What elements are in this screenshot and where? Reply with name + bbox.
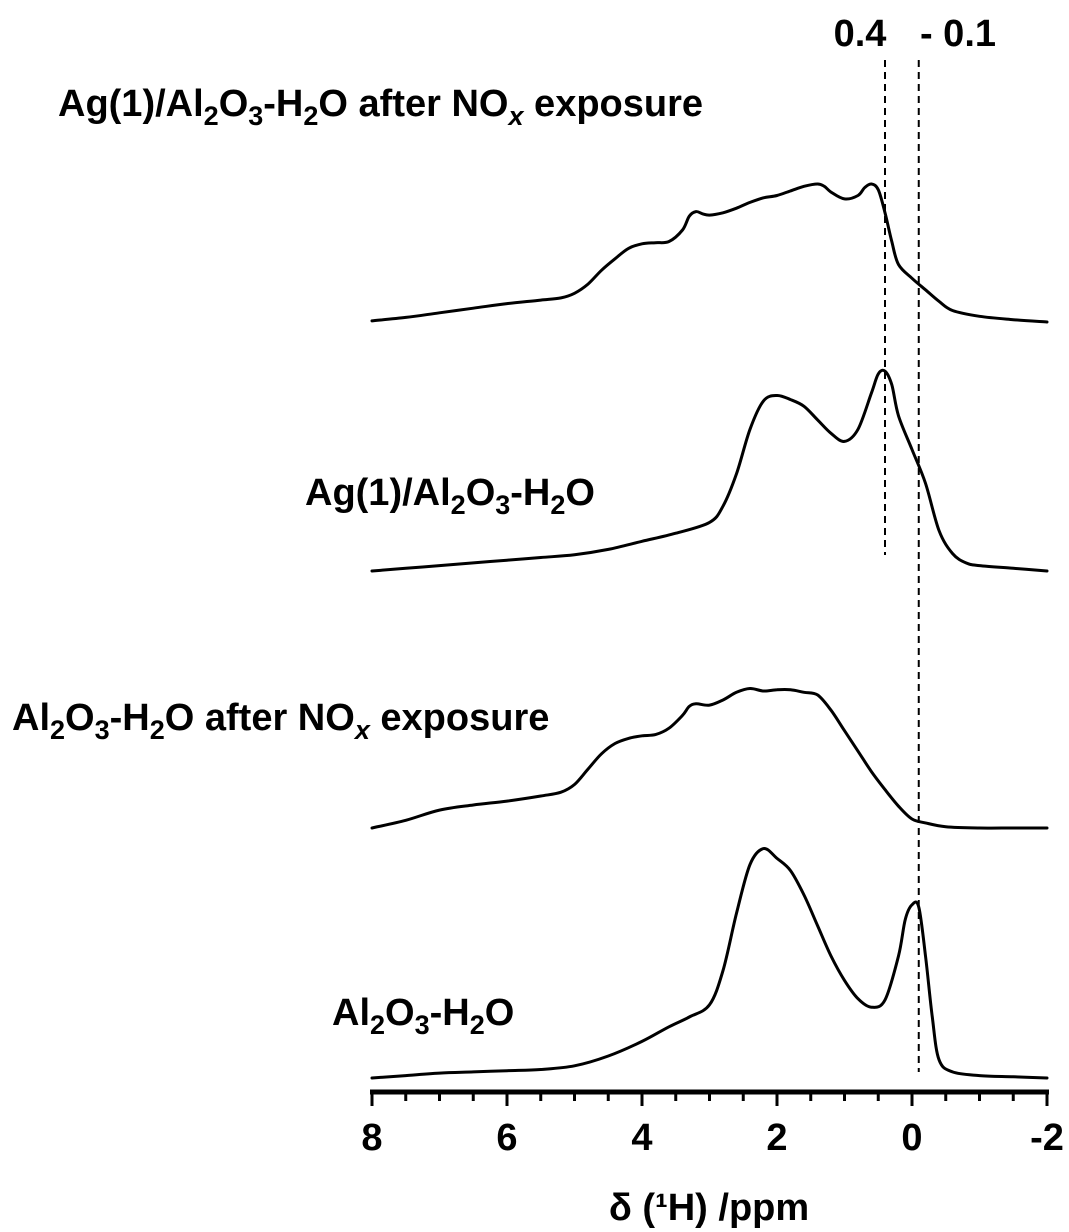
- series-label-part: 3: [495, 490, 510, 520]
- series-label-3: Al2O3-H2O after NOx exposure: [12, 697, 549, 745]
- series-label-part: Ag(1)/Al: [58, 83, 204, 125]
- series-label-part: Ag(1)/Al: [305, 472, 451, 514]
- x-axis: 8 6 4 2 0 -2: [361, 1089, 1064, 1159]
- series-label-part: O: [65, 697, 95, 739]
- reference-line-label-1: 0.4: [834, 13, 887, 55]
- series-label-part: x: [506, 101, 524, 131]
- series-label-part: 2: [370, 1010, 385, 1040]
- series-label-1: Ag(1)/Al2O3-H2O after NOx exposure: [58, 83, 703, 131]
- series-label-part: exposure: [370, 697, 550, 739]
- reference-lines-group: 0.4 - 0.1: [834, 13, 996, 1072]
- series-label-part: O after NO: [165, 697, 355, 739]
- series-label-4: Al2O3-H2O: [332, 992, 514, 1040]
- series-label-part: x: [353, 715, 371, 745]
- series-label-part: 2: [451, 490, 466, 520]
- spectrum-trace-3: [370, 686, 1049, 830]
- series-label-part: Al: [12, 697, 50, 739]
- series-label-part: Al: [332, 992, 370, 1034]
- series-label-2: Ag(1)/Al2O3-H2O: [305, 472, 595, 520]
- spectrum-trace-4: [370, 847, 1049, 1080]
- series-label-part: 2: [150, 715, 165, 745]
- series-label-part: 2: [204, 101, 219, 131]
- series-label-part: O: [485, 992, 515, 1034]
- series-label-part: 2: [303, 101, 318, 131]
- series-labels-group: Ag(1)/Al2O3-H2O after NOx exposureAg(1)/…: [12, 83, 703, 1040]
- x-tick-label: 4: [631, 1117, 652, 1159]
- series-label-part: 2: [550, 490, 565, 520]
- x-axis-label: δ (¹H) /ppm: [609, 1187, 809, 1229]
- series-label-part: 3: [248, 101, 263, 131]
- series-label-part: 3: [95, 715, 110, 745]
- series-label-part: O: [219, 83, 249, 125]
- series-label-part: -H: [110, 697, 150, 739]
- spectra-group: [370, 182, 1049, 1080]
- series-label-part: exposure: [524, 83, 704, 125]
- x-tick-label: 6: [496, 1117, 517, 1159]
- series-label-part: O: [565, 472, 595, 514]
- series-label-part: 3: [415, 1010, 430, 1040]
- series-label-part: -H: [263, 83, 303, 125]
- spectrum-trace-1: [370, 182, 1049, 324]
- x-tick-label: 0: [901, 1117, 922, 1159]
- x-tick-label: -2: [1030, 1117, 1064, 1159]
- series-label-part: 2: [50, 715, 65, 745]
- x-tick-label: 2: [766, 1117, 787, 1159]
- series-label-part: O after NO: [318, 83, 508, 125]
- spectrum-trace-2: [370, 368, 1049, 573]
- reference-line-label-2: - 0.1: [920, 13, 996, 55]
- series-label-part: -H: [430, 992, 470, 1034]
- x-tick-label: 8: [361, 1117, 382, 1159]
- series-label-part: 2: [470, 1010, 485, 1040]
- series-label-part: O: [385, 992, 415, 1034]
- series-label-part: -H: [510, 472, 550, 514]
- series-label-part: O: [466, 472, 496, 514]
